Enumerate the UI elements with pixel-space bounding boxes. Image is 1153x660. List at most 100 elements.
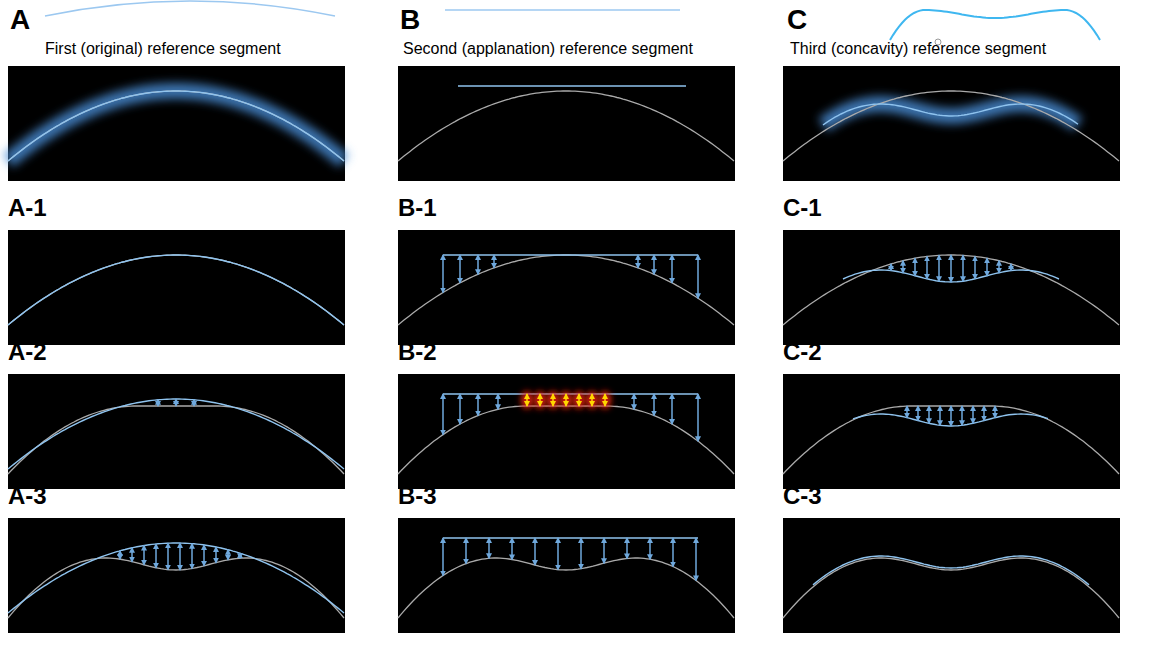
distance-arrow	[890, 264, 892, 271]
distance-arrow	[974, 256, 976, 278]
distance-arrow	[157, 400, 159, 406]
distance-arrow	[442, 538, 444, 576]
cornea-profile	[398, 406, 734, 474]
distance-arrow	[534, 538, 536, 565]
distance-arrow	[477, 394, 479, 416]
distance-arrow	[591, 394, 593, 406]
distance-arrow	[961, 406, 963, 425]
distance-arrow	[465, 538, 467, 564]
panel-letter: C	[787, 4, 807, 36]
distance-arrow	[671, 255, 673, 283]
panel	[8, 518, 345, 633]
distance-arrow	[1010, 264, 1012, 271]
cornea-profile	[398, 255, 734, 325]
panel-ground	[8, 374, 345, 489]
distance-arrow	[626, 538, 628, 558]
distance-arrow	[442, 394, 444, 435]
panel-letter: B-2	[398, 338, 437, 366]
panel-caption: First (original) reference segment	[45, 40, 281, 58]
distance-arrow	[983, 406, 985, 421]
panel-ground	[8, 230, 345, 345]
distance-arrow	[227, 550, 229, 560]
panel-letter: B-1	[398, 194, 437, 222]
distance-arrow	[193, 400, 195, 406]
reference-segment	[8, 255, 344, 325]
highlight-glow	[521, 391, 533, 409]
distance-arrow	[203, 545, 205, 566]
reference-segment	[443, 537, 698, 538]
panel-ground	[398, 66, 735, 181]
distance-arrow	[488, 538, 490, 558]
distance-arrow	[994, 406, 996, 418]
panel-ground	[783, 374, 1120, 489]
distance-arrow	[902, 261, 904, 273]
reference-segment	[8, 91, 344, 161]
panel	[398, 374, 735, 489]
distance-arrow	[239, 553, 241, 558]
highlight-glow	[560, 391, 572, 409]
distance-arrow	[552, 394, 554, 406]
reference-segment	[823, 104, 1078, 125]
highlight-glow	[599, 391, 611, 409]
cornea-profile	[398, 91, 734, 161]
distance-arrow	[179, 543, 181, 570]
distance-arrow	[938, 255, 940, 281]
panel-ground	[783, 230, 1120, 345]
panel	[783, 374, 1120, 489]
distance-arrow	[939, 406, 941, 425]
panel-letter: A-3	[8, 482, 47, 510]
cornea-profile	[398, 558, 734, 618]
distance-arrow	[986, 258, 988, 276]
distance-arrow	[671, 394, 673, 424]
distance-arrow	[167, 543, 169, 569]
distance-arrow	[637, 255, 639, 268]
panel	[783, 230, 1120, 345]
distance-arrow	[695, 538, 697, 580]
distance-arrow	[697, 394, 699, 441]
distance-arrow	[672, 538, 674, 567]
distance-arrow	[459, 394, 461, 424]
panel-letter: A	[10, 4, 30, 36]
distance-arrow	[580, 538, 582, 569]
distance-arrow	[697, 255, 699, 298]
header-segment	[45, 1, 335, 16]
panel	[8, 66, 345, 181]
panel	[398, 230, 735, 345]
panel-caption: Third (concavity) reference segment	[790, 40, 1046, 58]
cornea-profile	[8, 406, 344, 474]
panel	[398, 66, 735, 181]
distance-arrow	[649, 538, 651, 559]
highlight-glow	[586, 391, 598, 409]
distance-arrow	[578, 394, 580, 406]
distance-arrow	[926, 256, 928, 278]
distance-arrow	[633, 394, 635, 409]
distance-arrow	[442, 255, 444, 293]
distance-arrow	[175, 399, 177, 406]
reference-segment	[458, 85, 686, 86]
distance-arrow	[143, 546, 145, 565]
distance-arrow	[972, 406, 974, 423]
cornea-profile	[783, 406, 1119, 474]
panel	[783, 66, 1120, 181]
distance-arrow	[131, 548, 133, 562]
distance-arrow	[557, 538, 559, 570]
distance-arrow	[950, 406, 952, 426]
distance-arrow	[119, 551, 121, 559]
distance-arrow	[906, 406, 908, 418]
distance-arrow	[653, 255, 655, 274]
cornea-profile	[783, 558, 1119, 618]
panel-caption: Second (applanation) reference segment	[403, 40, 693, 58]
distance-arrow	[950, 255, 952, 282]
cornea-profile	[783, 91, 1119, 161]
distance-arrow	[459, 255, 461, 283]
panel	[783, 518, 1120, 633]
panel-ground	[398, 374, 735, 489]
panel-letter: C-1	[783, 194, 822, 222]
cornea-profile	[8, 255, 344, 325]
panel-ground	[398, 518, 735, 633]
distance-arrow	[215, 547, 217, 563]
distance-arrow	[917, 406, 919, 421]
glow-band	[823, 104, 1078, 125]
reference-segment	[813, 556, 1089, 585]
